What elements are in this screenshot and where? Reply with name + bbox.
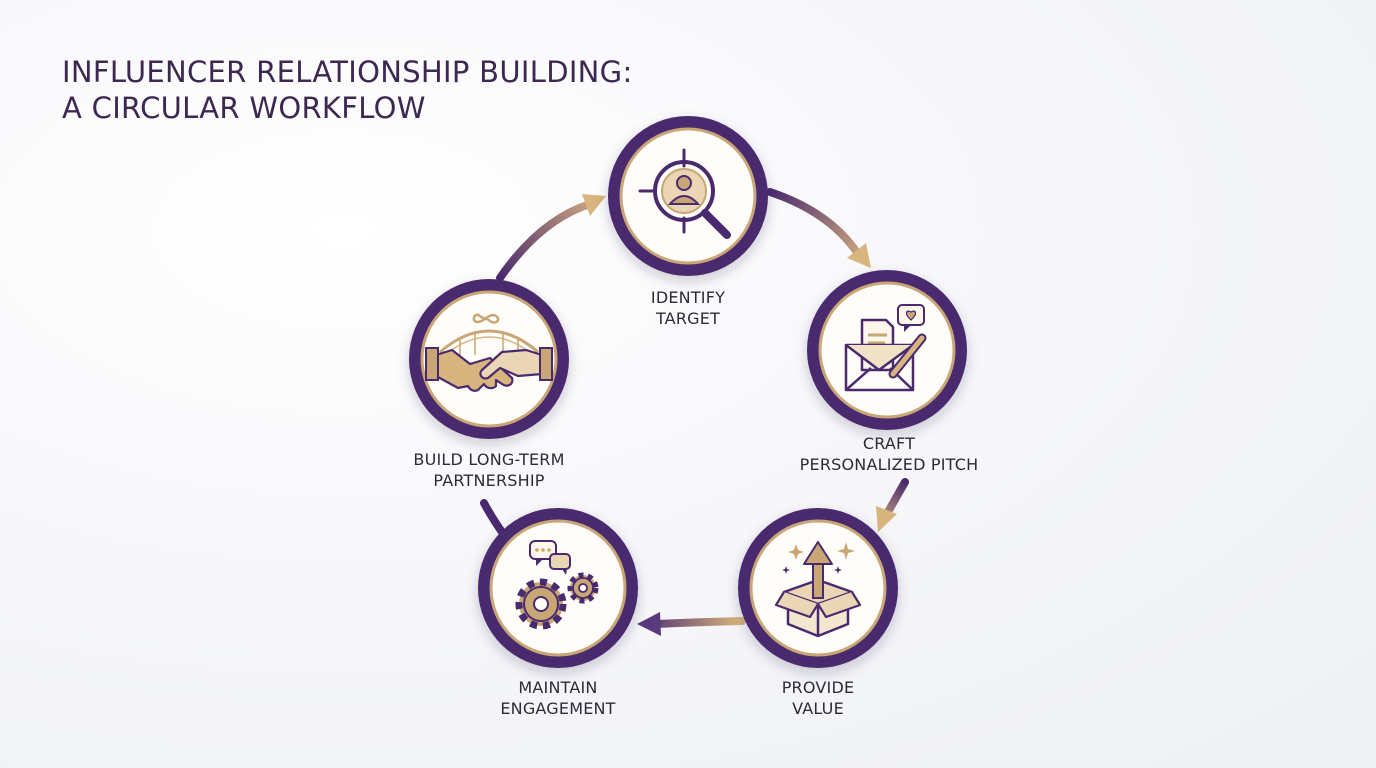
step-label-build-partnership: BUILD LONG-TERM PARTNERSHIP — [413, 449, 564, 491]
gift-box-icon — [774, 541, 862, 638]
handshake-bridge-icon — [425, 313, 553, 392]
step-label-line: IDENTIFY — [650, 288, 726, 307]
step-label-line: BUILD LONG-TERM — [413, 450, 565, 469]
step-label-line: MAINTAIN — [518, 678, 598, 697]
step-label-line: PARTNERSHIP — [433, 471, 545, 490]
envelope-pen-icon — [844, 304, 927, 392]
step-label-line: PROVIDE — [781, 678, 855, 697]
step-label-line: TARGET — [655, 309, 721, 328]
step-label-craft-pitch: CRAFT PERSONALIZED PITCH — [800, 433, 979, 475]
step-label-identify-target: IDENTIFY TARGET — [651, 287, 725, 329]
step-label-line: PERSONALIZED PITCH — [799, 455, 979, 474]
target-search-icon — [638, 148, 731, 239]
arrow-identify-to-craft — [766, 188, 871, 268]
title-line-2: A CIRCULAR WORKFLOW — [62, 91, 426, 125]
step-label-line: CRAFT — [862, 434, 916, 453]
step-label-line: ENGAGEMENT — [500, 699, 616, 718]
step-label-provide-value: PROVIDE VALUE — [782, 677, 855, 719]
step-label-maintain-engagement: MAINTAIN ENGAGEMENT — [500, 677, 615, 719]
step-label-line: VALUE — [792, 699, 844, 718]
arrow-maintain-to-build — [480, 499, 508, 539]
title-line-1: INFLUENCER RELATIONSHIP BUILDING: — [62, 55, 633, 89]
diagram-title: INFLUENCER RELATIONSHIP BUILDING: A CIRC… — [62, 54, 633, 126]
arrow-provide-to-maintain — [637, 612, 746, 636]
arrow-build-to-identify — [496, 194, 606, 282]
arrow-craft-to-provide — [876, 478, 909, 532]
chat-gears-icon — [515, 540, 599, 630]
